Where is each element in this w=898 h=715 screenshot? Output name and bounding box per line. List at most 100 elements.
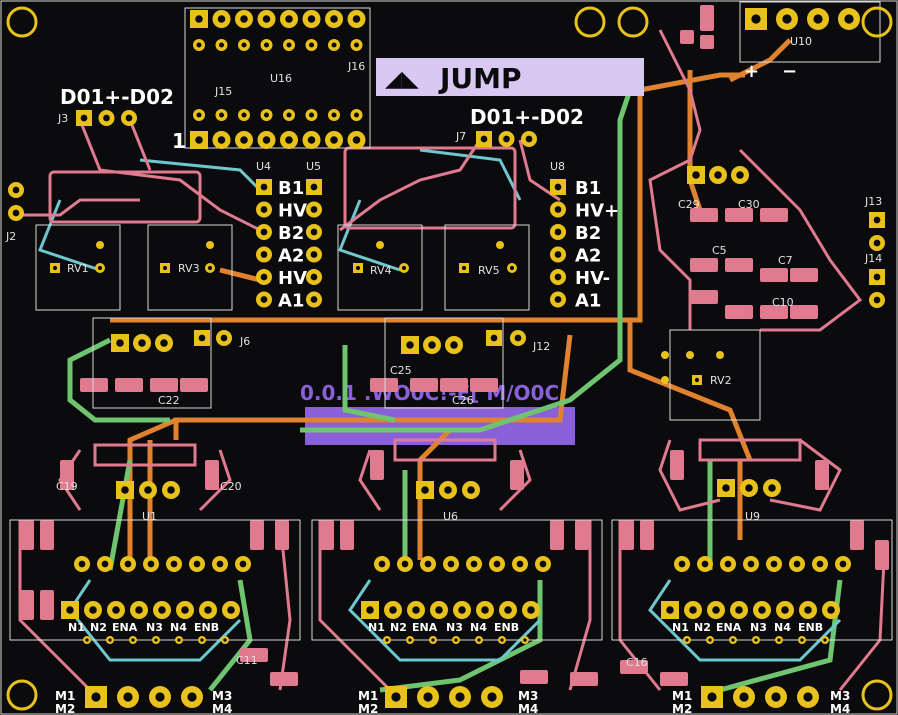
pad-hole	[167, 486, 175, 494]
pad-hole	[525, 135, 533, 143]
ref-c22: C22	[158, 394, 180, 407]
pad-hole	[262, 136, 271, 144]
pin-label-right: HV-	[575, 268, 610, 289]
cyan-traces	[38, 148, 842, 662]
pad-hole	[353, 42, 360, 48]
pad-hole	[260, 251, 268, 258]
ref-c16: C16	[626, 656, 648, 669]
pad-hole	[873, 296, 881, 304]
pad-hole	[421, 486, 429, 494]
ref-j13: J13	[864, 195, 882, 208]
pad-hole	[480, 135, 488, 143]
pad-hole	[241, 112, 247, 118]
motor-label-m2-a: M2	[55, 702, 75, 715]
pad-hole	[873, 273, 881, 281]
pin-label-left: B1	[278, 178, 304, 199]
motor-label-m1-a: M1	[55, 689, 75, 703]
driver-label: N4	[470, 621, 487, 634]
ref-j3: J3	[57, 112, 68, 125]
pad-hole	[509, 265, 515, 271]
driver-label: N4	[774, 621, 791, 634]
pad-hole	[89, 606, 97, 614]
pad-hole	[401, 265, 407, 271]
pad-hole	[160, 339, 168, 347]
pad-hole	[307, 136, 316, 144]
pad-hole	[454, 638, 458, 642]
pad-hole	[490, 334, 498, 342]
driver-label: ENA	[412, 621, 438, 634]
pad-hole	[187, 692, 197, 702]
pad-hole	[827, 606, 835, 614]
logo-plate	[376, 58, 644, 96]
pin-label-right: HV+	[575, 201, 619, 222]
ref-u5: U5	[306, 160, 321, 173]
driver-label: N3	[750, 621, 767, 634]
ref-j12: J12	[532, 340, 550, 353]
pad-hole	[331, 42, 337, 48]
pad-hole	[207, 265, 213, 271]
header-label-left: D01+-D02	[60, 85, 174, 109]
pad-hole	[816, 560, 824, 568]
pad-hole	[739, 692, 749, 702]
pad-hole	[707, 692, 717, 702]
pad-hole	[310, 183, 318, 191]
pad-hole	[310, 273, 318, 281]
pad-hole	[493, 560, 501, 568]
pad-hole	[216, 560, 224, 568]
pad-hole	[768, 484, 776, 492]
pad-hole	[692, 171, 700, 179]
ref-c26: C26	[452, 394, 474, 407]
pad-hole	[500, 638, 504, 642]
pad-hole	[777, 638, 781, 642]
pad-hole	[217, 15, 226, 23]
pad-hole	[123, 692, 133, 702]
ref-u6: U6	[443, 510, 458, 523]
pad-hole	[554, 228, 562, 236]
pad-hole	[310, 296, 318, 303]
driver-label: N2	[694, 621, 711, 634]
pad-hole	[112, 606, 120, 614]
pad-hole	[467, 486, 475, 494]
pad-hole	[504, 606, 512, 614]
pad-hole	[138, 339, 146, 347]
pad-hole	[747, 560, 755, 568]
pad-hole	[198, 334, 206, 342]
pad-hole	[428, 341, 436, 349]
pad-hole	[125, 114, 133, 122]
pad-hole	[424, 560, 432, 568]
pad-hole	[736, 171, 744, 179]
ref-u9: U9	[745, 510, 760, 523]
motor-label-m3-a: M3	[212, 689, 232, 703]
pad-hole	[754, 638, 758, 642]
ref-rv1: RV1	[67, 262, 89, 275]
pad-hole	[330, 136, 338, 144]
motor-label-m1-c: M1	[672, 689, 692, 703]
pad-hole	[285, 15, 293, 23]
ref-c11: C11	[236, 654, 258, 667]
ref-rv5: RV5	[478, 264, 500, 277]
logo-text: JUMP	[438, 62, 522, 95]
driver-label: N2	[390, 621, 407, 634]
pad-hole	[461, 265, 467, 271]
pad-hole	[285, 136, 293, 144]
pad-hole	[286, 112, 292, 118]
pad-hole	[758, 606, 766, 614]
driver-label: N1	[672, 621, 689, 634]
driver-label: N3	[146, 621, 163, 634]
motor-label-m3-b: M3	[518, 689, 538, 703]
motor-label-m4-c: M4	[830, 702, 850, 715]
pad-hole	[554, 273, 562, 281]
pad-hole	[470, 560, 478, 568]
ref-rv4: RV4	[370, 264, 392, 277]
pad-hole	[406, 341, 414, 349]
pad-hole	[227, 606, 235, 614]
pad-hole	[154, 638, 158, 642]
pad-hole	[196, 112, 202, 118]
pad-hole	[873, 216, 881, 224]
motor-label-m2-b: M2	[358, 702, 378, 715]
pad-hole	[217, 136, 226, 144]
pad-hole	[131, 638, 135, 642]
